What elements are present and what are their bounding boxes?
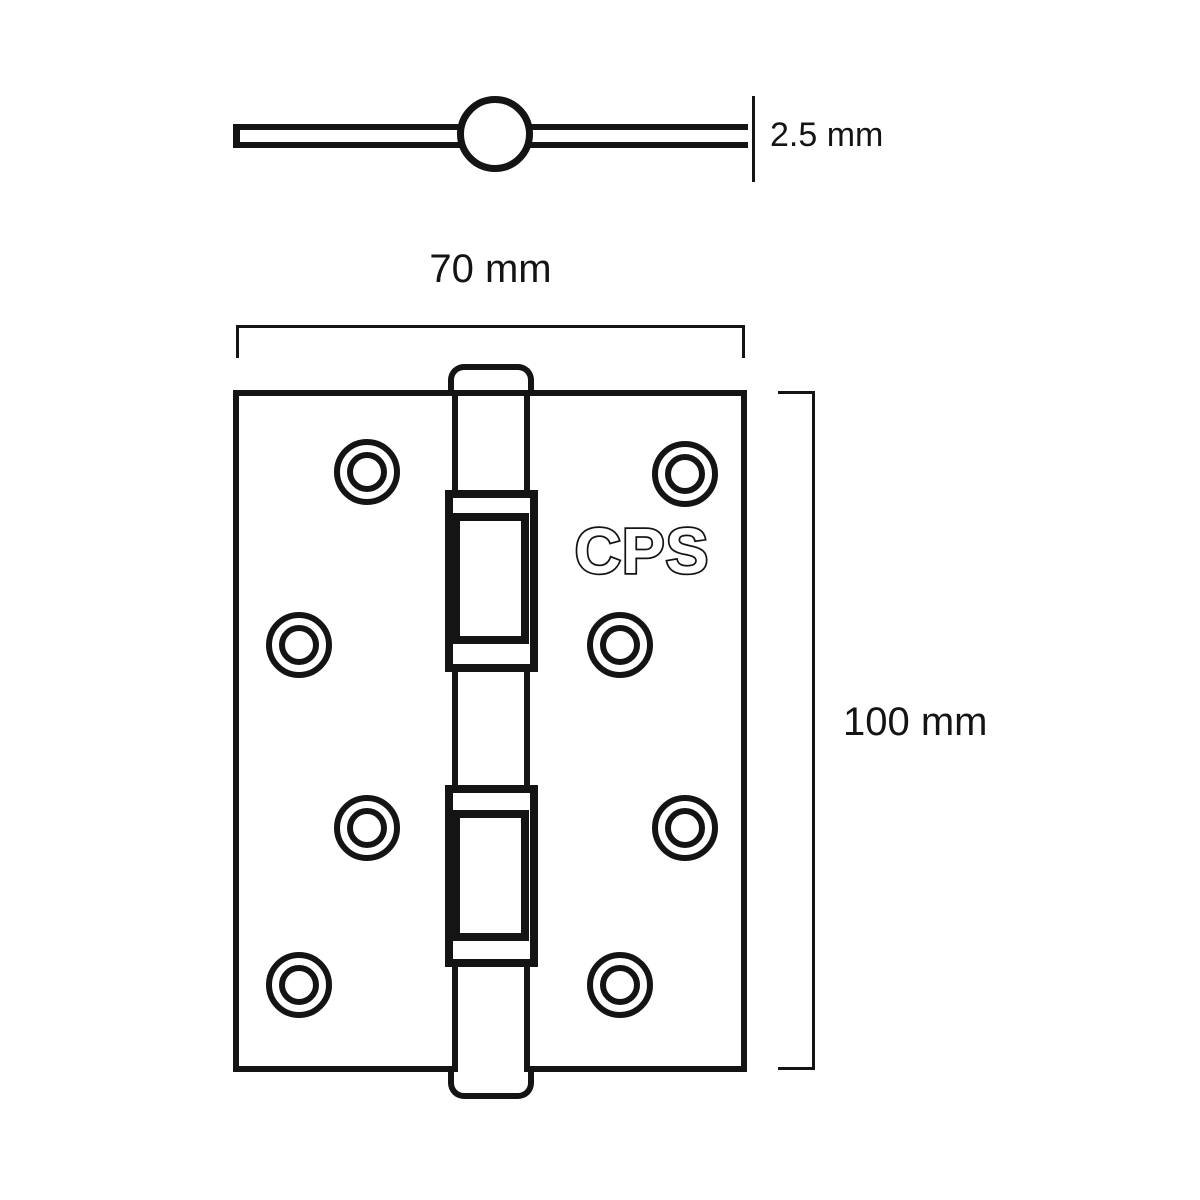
screw-hole-right-3 xyxy=(652,795,718,861)
hinge-barrel-tube-middle xyxy=(452,670,530,787)
screw-hole-right-1 xyxy=(652,441,718,507)
screw-hole-right-4 xyxy=(587,952,653,1018)
height-dimension-tick-bottom xyxy=(778,1067,815,1070)
screw-hole-inner-ring xyxy=(665,454,705,494)
hinge-knuckle-circle xyxy=(457,96,533,172)
screw-hole-inner-ring xyxy=(279,965,319,1005)
screw-hole-inner-ring xyxy=(665,808,705,848)
hinge-barrel-tube-bottom xyxy=(452,965,530,1072)
width-dimension-tick-right xyxy=(742,325,745,358)
screw-hole-inner-ring xyxy=(347,452,387,492)
height-dimension-line xyxy=(812,391,815,1070)
width-dimension-tick-left xyxy=(236,325,239,358)
screw-hole-right-2 xyxy=(587,612,653,678)
height-label: 100 mm xyxy=(843,700,988,744)
screw-hole-left-3 xyxy=(334,795,400,861)
brand-logo-cps: CPS xyxy=(575,515,710,587)
bearing-knuckle-lower-inner xyxy=(452,810,529,941)
brand-logo-cps-svg: CPS xyxy=(573,513,710,589)
height-dimension-tick-top xyxy=(778,391,815,394)
screw-hole-inner-ring xyxy=(279,625,319,665)
screw-hole-inner-ring xyxy=(600,625,640,665)
hinge-pin-cap-bottom xyxy=(448,1072,534,1099)
hinge-barrel-tube-top xyxy=(452,396,530,492)
screw-hole-inner-ring xyxy=(347,808,387,848)
screw-hole-left-1 xyxy=(334,439,400,505)
hinge-pin-cap-top xyxy=(448,364,534,390)
thickness-label: 2.5 mm xyxy=(770,116,884,154)
bearing-knuckle-upper-inner xyxy=(452,513,529,644)
screw-hole-left-4 xyxy=(266,952,332,1018)
width-label: 70 mm xyxy=(429,247,552,291)
thickness-dimension-tick xyxy=(752,96,755,182)
width-dimension-line xyxy=(236,325,745,328)
screw-hole-left-2 xyxy=(266,612,332,678)
screw-hole-inner-ring xyxy=(600,965,640,1005)
